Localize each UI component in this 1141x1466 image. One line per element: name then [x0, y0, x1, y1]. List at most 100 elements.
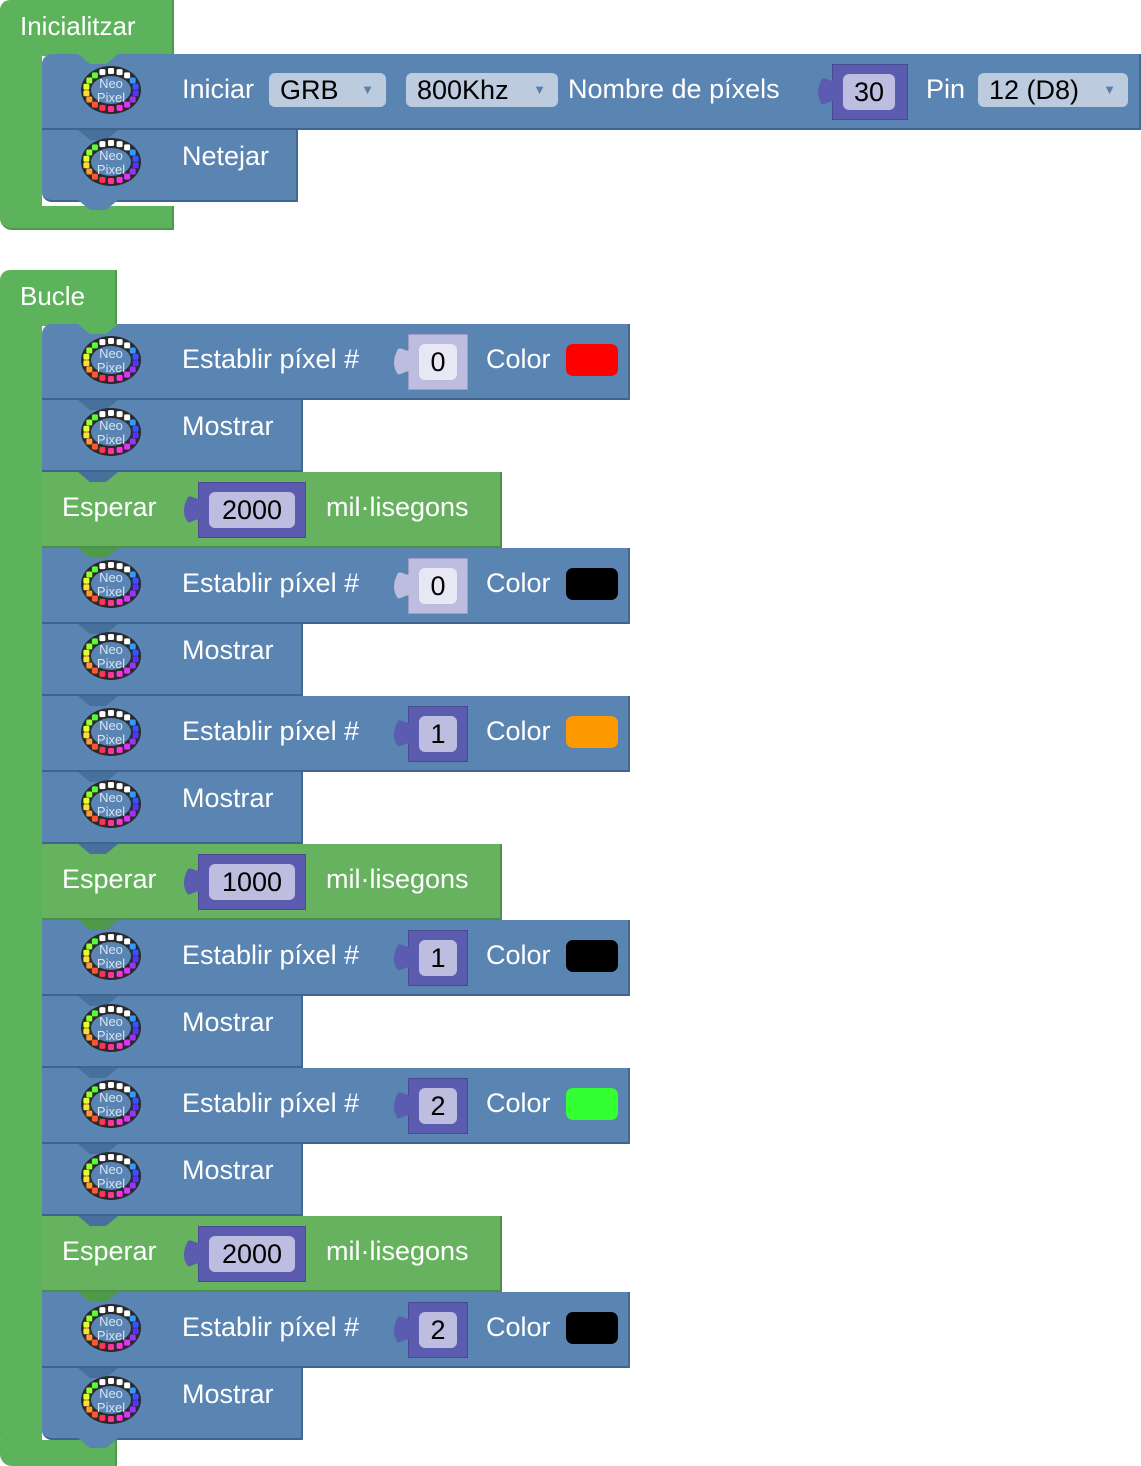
neopixel-icon: Neo Pixel	[78, 930, 144, 982]
set-pixel-color-block[interactable]: Neo Pixel Establir píxel # 2 Color	[42, 1292, 630, 1368]
svg-text:Neo: Neo	[99, 76, 123, 91]
svg-text:Pixel: Pixel	[97, 360, 125, 375]
set-pixel-color-block[interactable]: Neo Pixel Establir píxel # 2 Color	[42, 1068, 630, 1144]
neopixel-icon: Neo Pixel	[78, 406, 144, 458]
wait-block[interactable]: Esperar 2000 mil·lisegons	[42, 472, 502, 548]
svg-text:Neo: Neo	[99, 1090, 123, 1105]
color-swatch[interactable]	[566, 344, 618, 376]
wait-block[interactable]: Esperar 2000 mil·lisegons	[42, 1216, 502, 1292]
svg-text:Neo: Neo	[99, 1014, 123, 1029]
input-tab	[818, 78, 835, 105]
init-hat-foot	[0, 206, 174, 230]
pixel-index-number-block[interactable]: 1	[394, 930, 468, 986]
color-label: Color	[486, 716, 551, 746]
pixel-count-input[interactable]: 30	[843, 74, 895, 110]
neopixel-icon: Neo Pixel	[78, 334, 144, 386]
pixel-index-number-block[interactable]: 0	[394, 334, 468, 390]
show-block[interactable]: Neo Pixel Mostrar	[42, 1144, 303, 1216]
set-pixel-color-block[interactable]: Neo Pixel Establir píxel # 0 Color	[42, 324, 630, 400]
clear-label: Netejar	[182, 141, 270, 171]
wait-label: Esperar	[62, 492, 157, 522]
svg-text:Neo: Neo	[99, 346, 123, 361]
block-notch	[78, 772, 118, 782]
set-pixel-color-block[interactable]: Neo Pixel Establir píxel # 0 Color	[42, 548, 630, 624]
svg-text:Pixel: Pixel	[97, 956, 125, 971]
pixel-index-input[interactable]: 1	[419, 716, 457, 752]
pixel-index-input[interactable]: 2	[419, 1312, 457, 1348]
block-notch	[78, 400, 118, 410]
neopixel-icon: Neo Pixel	[78, 64, 144, 116]
block-notch	[78, 1068, 118, 1078]
set-pixel-label: Establir píxel #	[182, 1312, 360, 1342]
pixel-index-number-block[interactable]: 1	[394, 706, 468, 762]
pixel-index-number-block[interactable]: 2	[394, 1078, 468, 1134]
set-pixel-label: Establir píxel #	[182, 716, 360, 746]
neopixel-icon: Neo Pixel	[78, 706, 144, 758]
set-pixel-color-block[interactable]: Neo Pixel Establir píxel # 1 Color	[42, 920, 630, 996]
color-swatch[interactable]	[566, 940, 618, 972]
show-label: Mostrar	[182, 411, 274, 441]
color-label: Color	[486, 1312, 551, 1342]
neopixel-clear-block[interactable]: Neo Pixel Netejar	[42, 130, 298, 210]
pixel-index-number-block[interactable]: 2	[394, 1302, 468, 1358]
wait-duration-number-block[interactable]: 2000	[184, 482, 306, 538]
color-swatch[interactable]	[566, 1312, 618, 1344]
wait-duration-input[interactable]: 2000	[209, 1236, 295, 1272]
wait-label: Esperar	[62, 864, 157, 894]
pixel-index-input[interactable]: 0	[419, 568, 457, 604]
color-swatch[interactable]	[566, 716, 618, 748]
pin-label: Pin	[926, 74, 966, 104]
wait-duration-number-block[interactable]: 1000	[184, 854, 306, 910]
color-order-dropdown[interactable]: GRB ▼	[269, 73, 386, 107]
block-notch	[78, 1368, 118, 1378]
wait-duration-number-block[interactable]: 2000	[184, 1226, 306, 1282]
neopixel-begin-block[interactable]: Neo Pixel Iniciar GRB ▼ 800Khz ▼ Nombre …	[42, 54, 1141, 130]
loop-hat[interactable]	[0, 270, 117, 326]
pixel-index-number-block[interactable]: 0	[394, 558, 468, 614]
svg-text:Pixel: Pixel	[97, 656, 125, 671]
pixel-index-input[interactable]: 1	[419, 940, 457, 976]
show-block[interactable]: Neo Pixel Mostrar	[42, 1368, 303, 1448]
frequency-dropdown[interactable]: 800Khz ▼	[406, 73, 558, 107]
block-bottom-tab	[78, 1438, 118, 1448]
show-block[interactable]: Neo Pixel Mostrar	[42, 772, 303, 844]
set-pixel-label: Establir píxel #	[182, 1088, 360, 1118]
wait-duration-input[interactable]: 2000	[209, 492, 295, 528]
wait-duration-input[interactable]: 1000	[209, 864, 295, 900]
show-block[interactable]: Neo Pixel Mostrar	[42, 996, 303, 1068]
pixel-count-number-block[interactable]: 30	[818, 64, 908, 120]
wait-unit-label: mil·lisegons	[326, 492, 469, 522]
init-hat[interactable]	[0, 0, 174, 56]
input-tab	[394, 944, 411, 971]
color-swatch[interactable]	[566, 1088, 618, 1120]
color-swatch[interactable]	[566, 568, 618, 600]
wait-unit-label: mil·lisegons	[326, 1236, 469, 1266]
svg-text:Pixel: Pixel	[97, 804, 125, 819]
block-notch	[78, 844, 118, 854]
svg-text:Neo: Neo	[99, 1314, 123, 1329]
set-pixel-label: Establir píxel #	[182, 568, 360, 598]
pixel-index-input[interactable]: 0	[419, 344, 457, 380]
svg-text:Pixel: Pixel	[97, 1028, 125, 1043]
svg-text:Pixel: Pixel	[97, 1400, 125, 1415]
set-pixel-color-block[interactable]: Neo Pixel Establir píxel # 1 Color	[42, 696, 630, 772]
svg-text:Pixel: Pixel	[97, 162, 125, 177]
show-block[interactable]: Neo Pixel Mostrar	[42, 400, 303, 472]
neopixel-icon: Neo Pixel	[78, 1374, 144, 1426]
show-label: Mostrar	[182, 1155, 274, 1185]
block-notch	[78, 920, 118, 930]
pixel-index-input[interactable]: 2	[419, 1088, 457, 1124]
show-block[interactable]: Neo Pixel Mostrar	[42, 624, 303, 696]
neopixel-icon: Neo Pixel	[78, 1078, 144, 1130]
block-notch	[78, 1216, 118, 1226]
wait-block[interactable]: Esperar 1000 mil·lisegons	[42, 844, 502, 920]
neopixel-icon: Neo Pixel	[78, 1002, 144, 1054]
color-order-value: GRB	[280, 75, 339, 105]
dropdown-arrow-icon: ▼	[533, 82, 546, 97]
input-tab	[184, 1240, 201, 1267]
input-tab	[394, 720, 411, 747]
pin-dropdown[interactable]: 12 (D8) ▼	[978, 73, 1128, 107]
svg-text:Neo: Neo	[99, 942, 123, 957]
svg-text:Neo: Neo	[99, 790, 123, 805]
svg-text:Neo: Neo	[99, 1162, 123, 1177]
